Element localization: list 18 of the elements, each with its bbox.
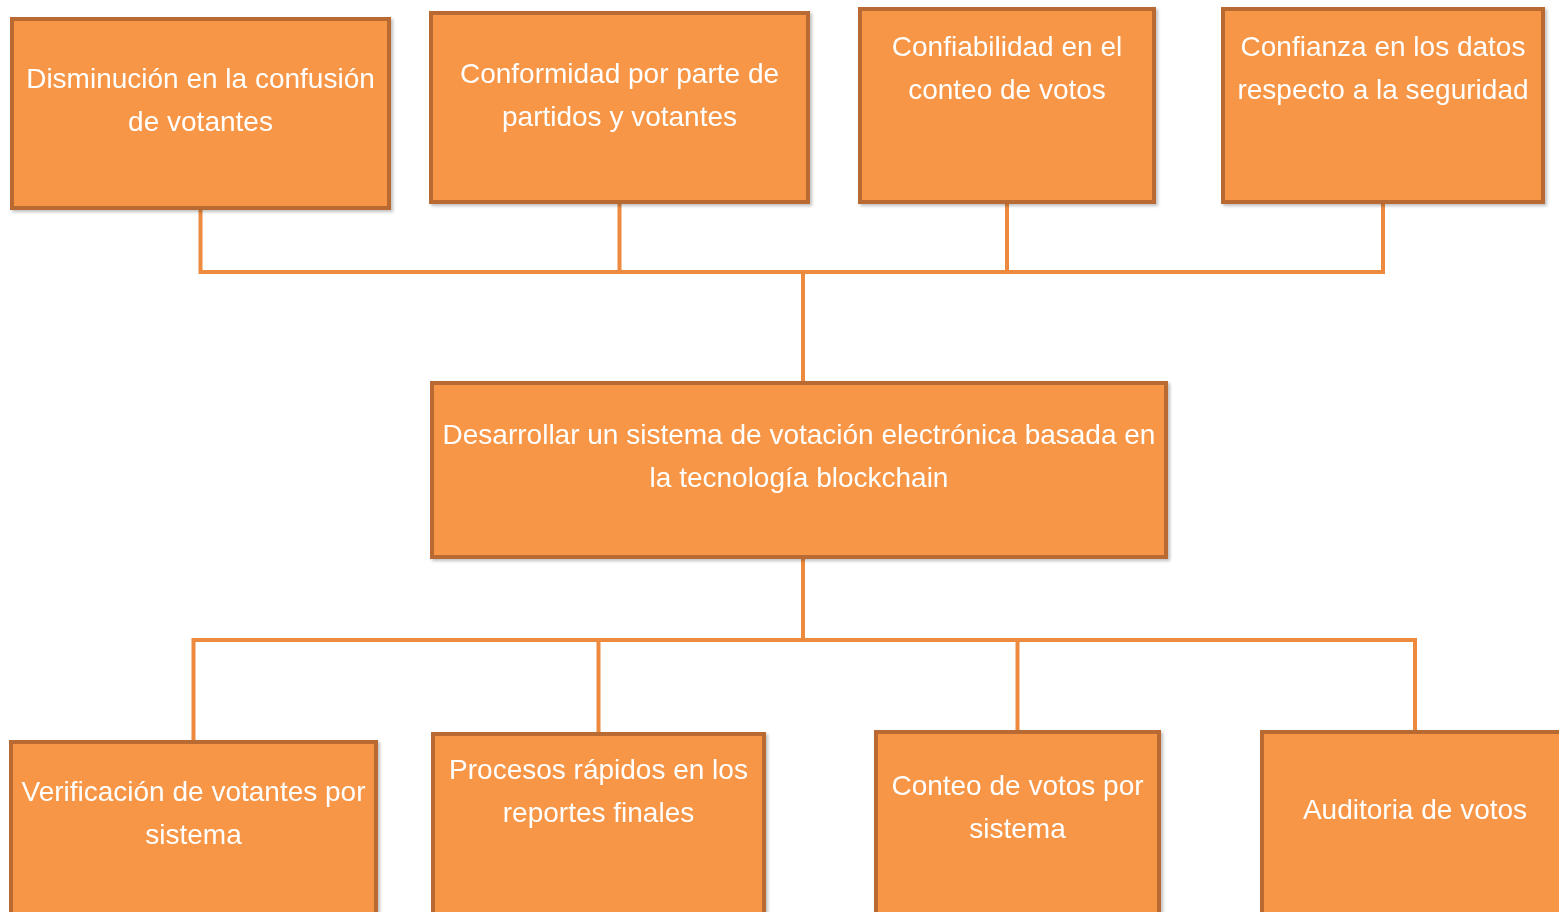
process-box [858, 7, 1156, 204]
box-text: Auditoria de votos [1302, 793, 1528, 827]
process-box [9, 740, 378, 912]
process-box [1221, 7, 1545, 204]
box-text: Procesos rápidos en los reportes finales [448, 753, 749, 830]
process-box [1260, 730, 1559, 912]
box-text: Desarrollar un sistema de votación electrónica basada en la tecnología blockchain [442, 418, 1156, 495]
process-box [874, 730, 1161, 912]
box-text: Verificación de votantes por sistema [21, 775, 366, 852]
process-box [429, 11, 810, 204]
box-text: Conformidad por parte de partidos y votantes [458, 57, 781, 134]
box-text: Disminución en la confusión de votantes [25, 62, 376, 139]
process-box [10, 17, 391, 210]
box-text: Confiabilidad en el conteo de votos [890, 30, 1124, 107]
box-text: Confianza en los datos respecto a la seguridad [1236, 30, 1530, 107]
process-box [430, 381, 1168, 559]
process-box [431, 732, 766, 912]
box-text: Conteo de votos por sistema [890, 769, 1145, 846]
